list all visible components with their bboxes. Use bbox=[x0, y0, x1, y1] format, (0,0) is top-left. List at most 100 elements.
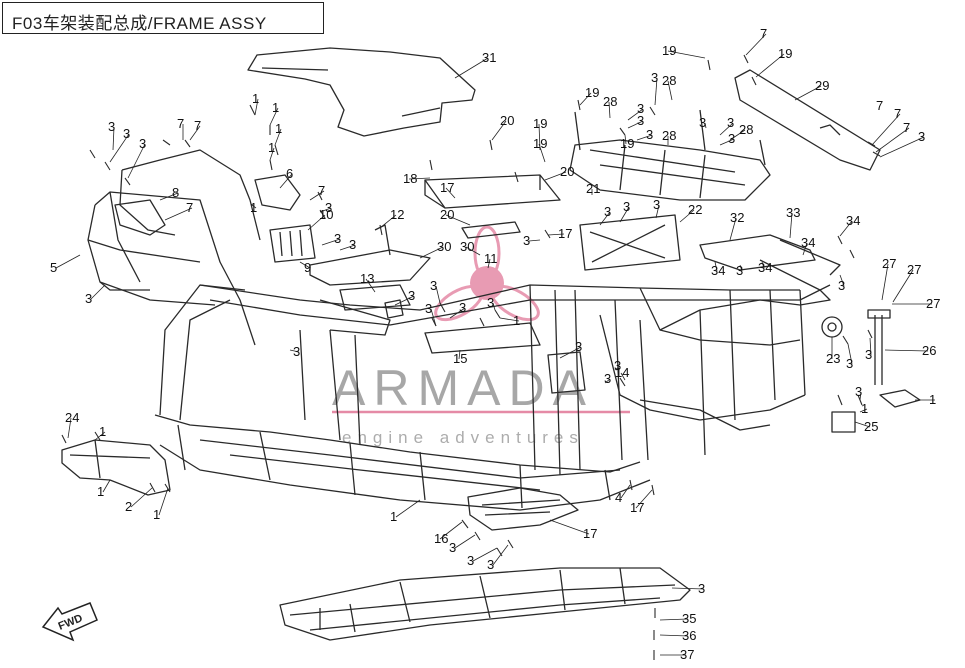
leader-line-3 bbox=[430, 308, 437, 327]
leader-line-24 bbox=[67, 417, 72, 439]
part-6-bracket bbox=[114, 199, 166, 236]
leader-line-19 bbox=[755, 53, 785, 78]
callout-3: 3 bbox=[604, 371, 611, 386]
leader-line-1 bbox=[499, 317, 520, 322]
callout-3: 3 bbox=[637, 101, 644, 116]
leader-line-1 bbox=[102, 479, 111, 493]
callout-34: 34 bbox=[711, 263, 725, 278]
part-22-plate bbox=[579, 214, 681, 271]
callout-20: 20 bbox=[560, 164, 574, 179]
callout-30: 30 bbox=[460, 239, 474, 254]
leader-line-4 bbox=[620, 484, 631, 499]
leader-line-3 bbox=[394, 295, 415, 306]
callout-19: 19 bbox=[662, 43, 676, 58]
leader-line-3 bbox=[90, 284, 106, 300]
callout-31: 31 bbox=[482, 50, 496, 65]
callout-1: 1 bbox=[513, 313, 520, 328]
leader-line-2 bbox=[130, 487, 153, 508]
callout-28: 28 bbox=[603, 94, 617, 109]
leader-line-34 bbox=[714, 261, 718, 272]
part-11-link bbox=[339, 284, 411, 311]
leader-line-3 bbox=[339, 244, 356, 251]
callout-32: 32 bbox=[730, 210, 744, 225]
callout-28: 28 bbox=[662, 73, 676, 88]
leader-line-28 bbox=[667, 80, 673, 101]
leader-line-19 bbox=[667, 50, 706, 59]
callout-21: 21 bbox=[586, 181, 600, 196]
leader-line-3 bbox=[435, 285, 441, 304]
callout-7: 7 bbox=[894, 106, 901, 121]
leader-line-17 bbox=[549, 519, 590, 535]
leader-line-3 bbox=[879, 136, 925, 158]
callout-7: 7 bbox=[876, 98, 883, 113]
leader-line-3 bbox=[655, 204, 660, 219]
callout-3: 3 bbox=[325, 200, 332, 215]
callout-2: 2 bbox=[125, 499, 132, 514]
leader-line-16 bbox=[439, 521, 463, 540]
leader-line-34 bbox=[839, 220, 853, 237]
callout-3: 3 bbox=[846, 356, 853, 371]
leader-line-1 bbox=[269, 107, 279, 126]
leader-line-3 bbox=[636, 134, 653, 141]
leader-line-3 bbox=[604, 378, 611, 384]
leader-line-1 bbox=[269, 147, 275, 161]
leader-line-3 bbox=[492, 302, 496, 311]
callout-11: 11 bbox=[484, 251, 498, 266]
callout-3: 3 bbox=[604, 204, 611, 219]
leader-line-32 bbox=[729, 217, 737, 241]
callout-19: 19 bbox=[778, 46, 792, 61]
leader-line-3 bbox=[719, 122, 734, 136]
part-31-floor-liner bbox=[247, 47, 476, 137]
leader-line-3 bbox=[627, 120, 644, 129]
leader-line-14 bbox=[620, 372, 626, 381]
callout-3: 3 bbox=[487, 557, 494, 572]
callout-3: 3 bbox=[293, 344, 300, 359]
leader-line-17 bbox=[547, 233, 565, 236]
callout-3: 3 bbox=[623, 199, 630, 214]
watermark-logo bbox=[434, 225, 540, 322]
callout-1: 1 bbox=[250, 200, 257, 215]
leader-line-17 bbox=[445, 187, 456, 199]
leader-line-19 bbox=[579, 92, 592, 106]
leader-line-3 bbox=[321, 238, 341, 246]
callout-3: 3 bbox=[430, 278, 437, 293]
callout-4: 4 bbox=[615, 490, 622, 505]
part-2-front-bumper bbox=[61, 439, 171, 496]
leader-line-3 bbox=[719, 138, 735, 146]
callout-5: 5 bbox=[50, 260, 57, 275]
leader-line-3 bbox=[112, 126, 115, 151]
leader-line-11 bbox=[487, 258, 491, 269]
callout-23: 23 bbox=[826, 351, 840, 366]
part-17-plate bbox=[461, 221, 521, 239]
callout-3: 3 bbox=[334, 231, 341, 246]
leader-line-17 bbox=[635, 489, 653, 509]
leader-line-22 bbox=[679, 209, 695, 223]
part-8-bracket bbox=[254, 174, 301, 211]
part-25-plate bbox=[879, 389, 921, 408]
diagram-title-box: F03车架装配总成/FRAME ASSY bbox=[2, 2, 324, 34]
watermark-brand: ARMADA bbox=[332, 360, 594, 416]
callout-3: 3 bbox=[85, 291, 92, 306]
callout-17: 17 bbox=[558, 226, 572, 241]
callout-19: 19 bbox=[533, 116, 547, 131]
leader-line-3 bbox=[614, 365, 621, 371]
callout-34: 34 bbox=[758, 260, 772, 275]
callout-30: 30 bbox=[437, 239, 451, 254]
callout-6: 6 bbox=[286, 166, 293, 181]
callout-19: 19 bbox=[533, 136, 547, 151]
callout-3: 3 bbox=[637, 113, 644, 128]
callout-28: 28 bbox=[662, 128, 676, 143]
callout-3: 3 bbox=[838, 278, 845, 293]
callout-13: 13 bbox=[360, 271, 374, 286]
leader-line-3 bbox=[619, 206, 630, 223]
callout-1: 1 bbox=[390, 509, 397, 524]
callout-22: 22 bbox=[688, 202, 702, 217]
leader-line-3 bbox=[528, 239, 541, 242]
callout-3: 3 bbox=[699, 115, 706, 130]
leader-line-3 bbox=[449, 307, 466, 319]
part-18-cross-brace bbox=[424, 174, 561, 209]
callout-14: 14 bbox=[615, 365, 629, 380]
callout-1: 1 bbox=[252, 91, 259, 106]
part-26-rod bbox=[874, 315, 883, 385]
